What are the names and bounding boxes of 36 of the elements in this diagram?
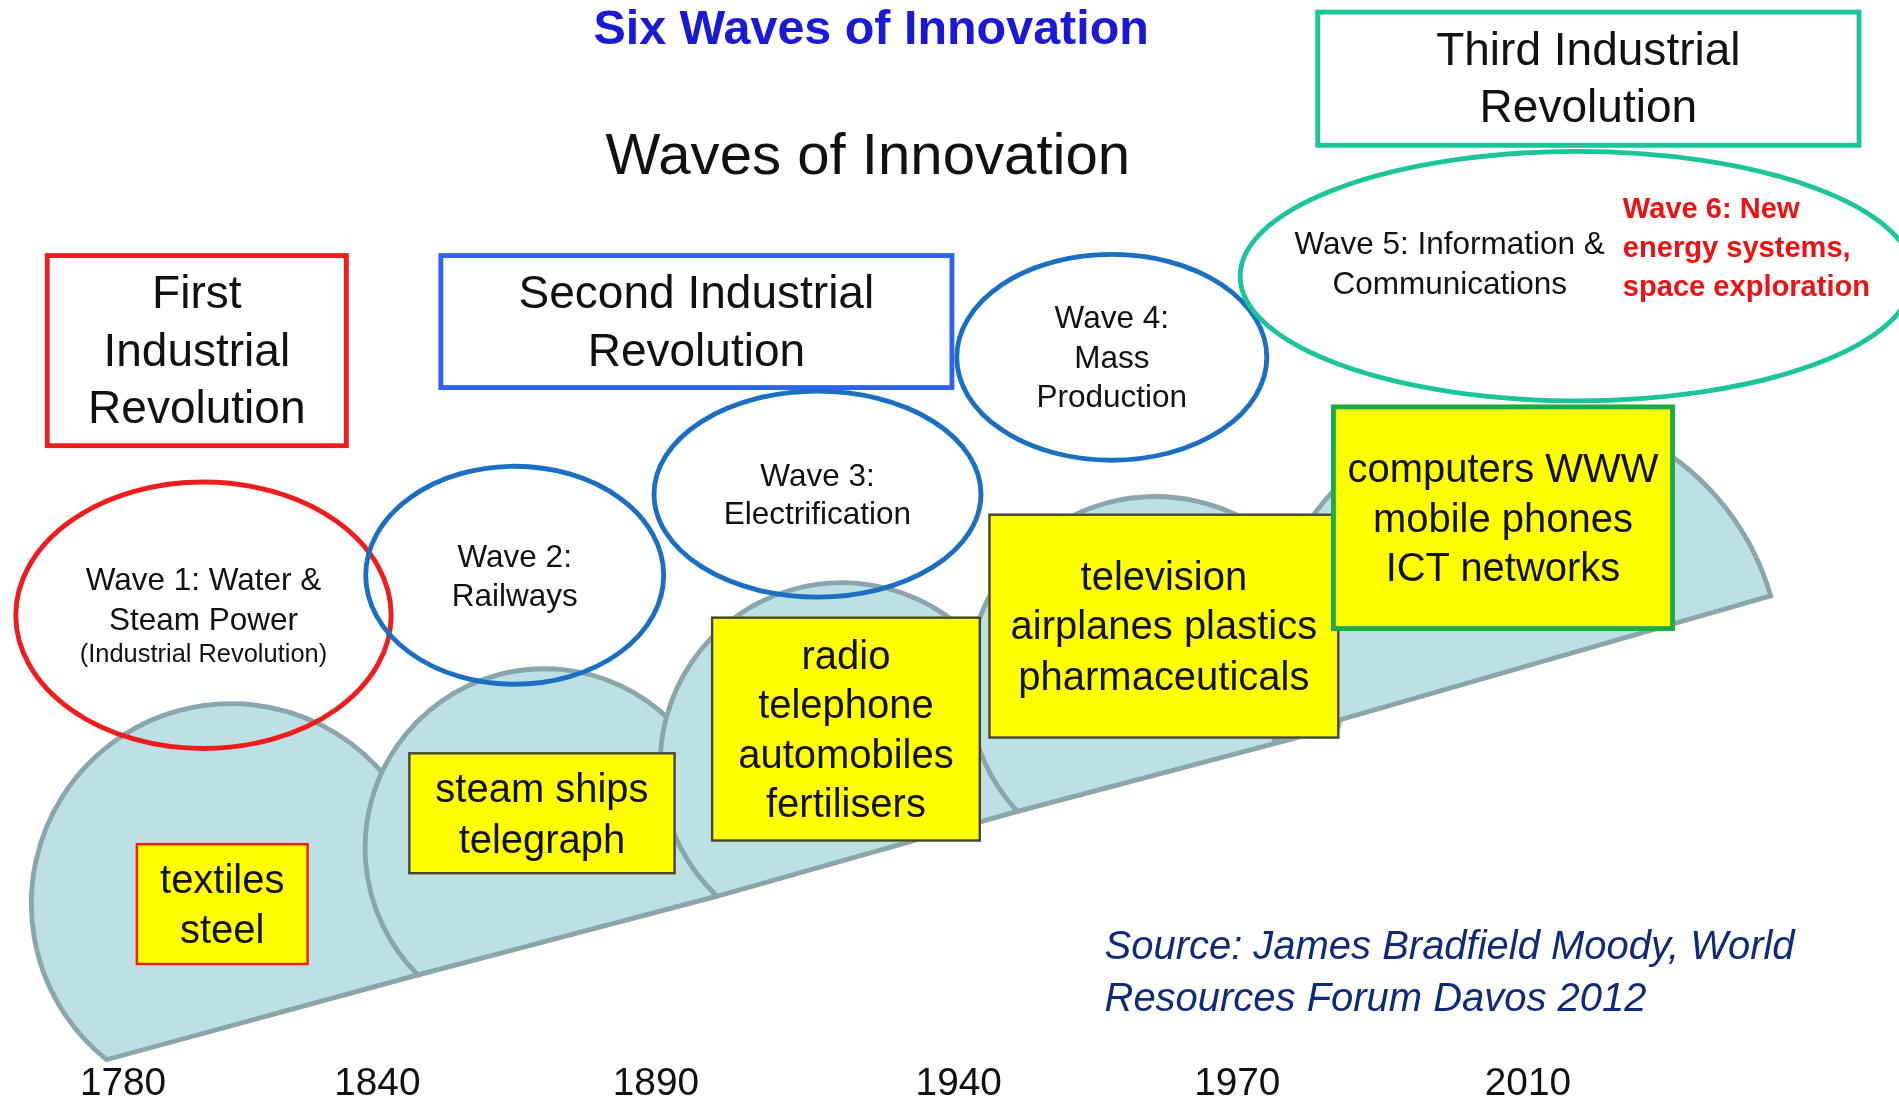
era-box bbox=[438, 253, 955, 390]
innovations-text: textiles steel bbox=[159, 855, 286, 954]
year-label: 1940 bbox=[915, 1059, 1002, 1102]
innovations-box bbox=[710, 616, 981, 842]
era-box bbox=[1315, 9, 1862, 148]
era-title: Second Industrial Revolution bbox=[517, 265, 876, 377]
innovations-text: radio telephone automobiles fertilisers bbox=[737, 630, 955, 829]
wave-name: Wave 5: Information & Communications bbox=[1293, 224, 1606, 303]
subtitle: Waves of Innovation bbox=[605, 121, 1131, 188]
innovations-text: steam ships telegraph bbox=[434, 764, 650, 863]
wave-name: Wave 2: Railways bbox=[450, 536, 579, 615]
year-label: 1890 bbox=[612, 1059, 700, 1102]
innovations-box bbox=[1331, 404, 1675, 631]
wave-ellipse bbox=[954, 251, 1270, 463]
era-title: First Industrial Revolution bbox=[87, 265, 307, 435]
innovations-box bbox=[135, 842, 309, 966]
wave-name: Wave 3: Electrification bbox=[722, 455, 913, 534]
year-label: 1970 bbox=[1194, 1059, 1281, 1102]
year-label: 1840 bbox=[334, 1059, 421, 1102]
wave-name: Wave 4: Mass Production bbox=[1035, 298, 1189, 417]
wave-name: Wave 1: Water & Steam Power bbox=[84, 560, 323, 639]
source-note: Source: James Bradfield Moody, World Resources Forum Davos 2012 bbox=[1104, 921, 1797, 1022]
innovations-box bbox=[408, 752, 676, 875]
wave-note: (Industrial Revolution) bbox=[79, 638, 328, 670]
wave-ellipse bbox=[651, 388, 984, 600]
year-label: 2010 bbox=[1484, 1059, 1571, 1102]
innovations-text: television airplanes plastics pharmaceuticals bbox=[1009, 552, 1319, 701]
year-label: 1780 bbox=[79, 1059, 167, 1102]
wave-note: Wave 6: New energy systems, space exploration bbox=[1622, 190, 1872, 304]
innovations-text: computers WWW mobile phones ICT networks bbox=[1346, 444, 1660, 592]
era-box bbox=[44, 253, 349, 449]
wave-ellipse bbox=[363, 463, 667, 687]
era-title: Third Industrial Revolution bbox=[1435, 22, 1742, 134]
innovations-box bbox=[988, 513, 1340, 739]
title: Six Waves of Innovation bbox=[593, 0, 1149, 55]
wave-ellipse bbox=[13, 479, 394, 751]
